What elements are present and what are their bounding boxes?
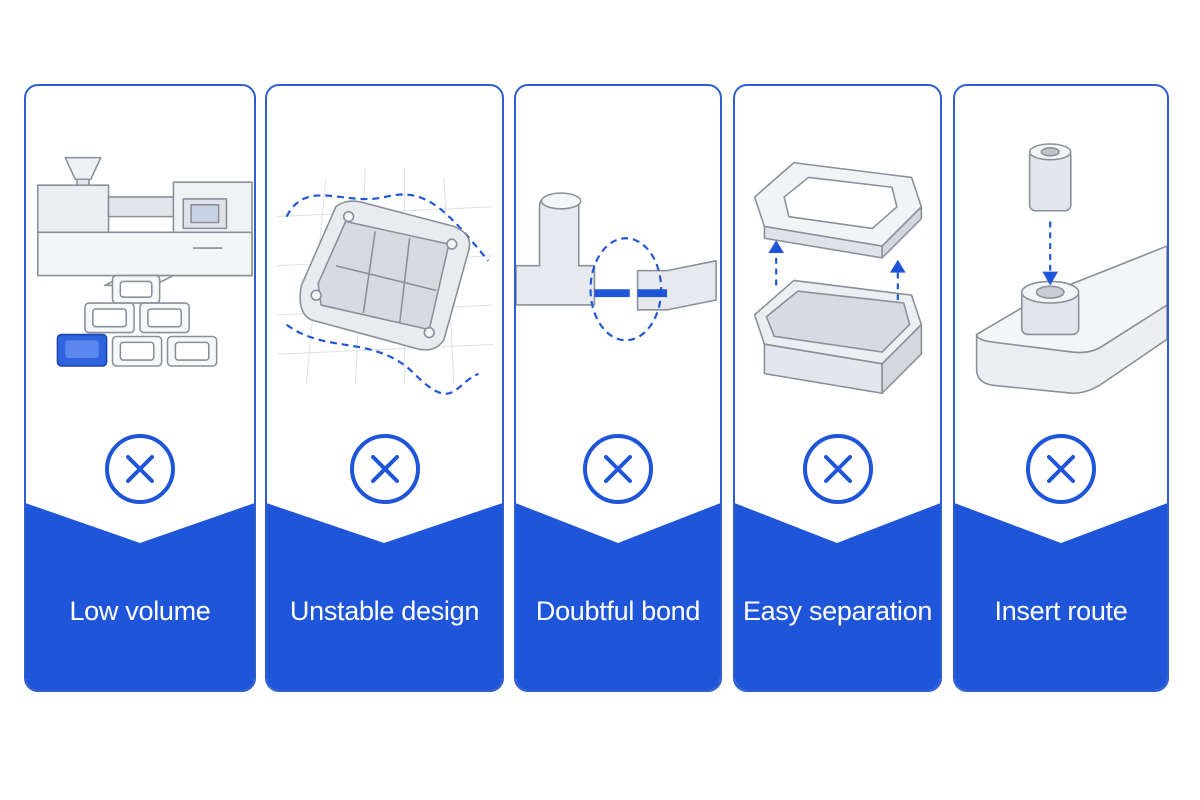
- card-easy-separation: Easy separation: [733, 84, 942, 692]
- x-circle-icon: [802, 434, 873, 504]
- card-label: Doubtful bond: [535, 596, 701, 626]
- injection-molding-machine-icon: [26, 86, 254, 416]
- card-label: Insert route: [994, 596, 1128, 626]
- x-circle-icon: [105, 434, 175, 504]
- card-insert-route: Insert route: [953, 84, 1169, 692]
- card-unstable-design: Unstable design: [265, 84, 504, 692]
- card-label: Unstable design: [289, 596, 480, 626]
- card-label: Low volume: [69, 596, 211, 626]
- card-low-volume: Low volume: [24, 84, 256, 692]
- x-circle-icon: [583, 434, 653, 504]
- broken-bond-icon: [516, 86, 720, 416]
- x-circle-icon: [1026, 434, 1096, 504]
- x-circle-icon: [349, 434, 420, 504]
- insert-bushing-icon: [955, 86, 1167, 416]
- separating-box-icon: [735, 86, 940, 416]
- card-label: Easy separation: [742, 596, 933, 626]
- card-doubtful-bond: Doubtful bond: [514, 84, 722, 692]
- unstable-housing-icon: [267, 86, 502, 416]
